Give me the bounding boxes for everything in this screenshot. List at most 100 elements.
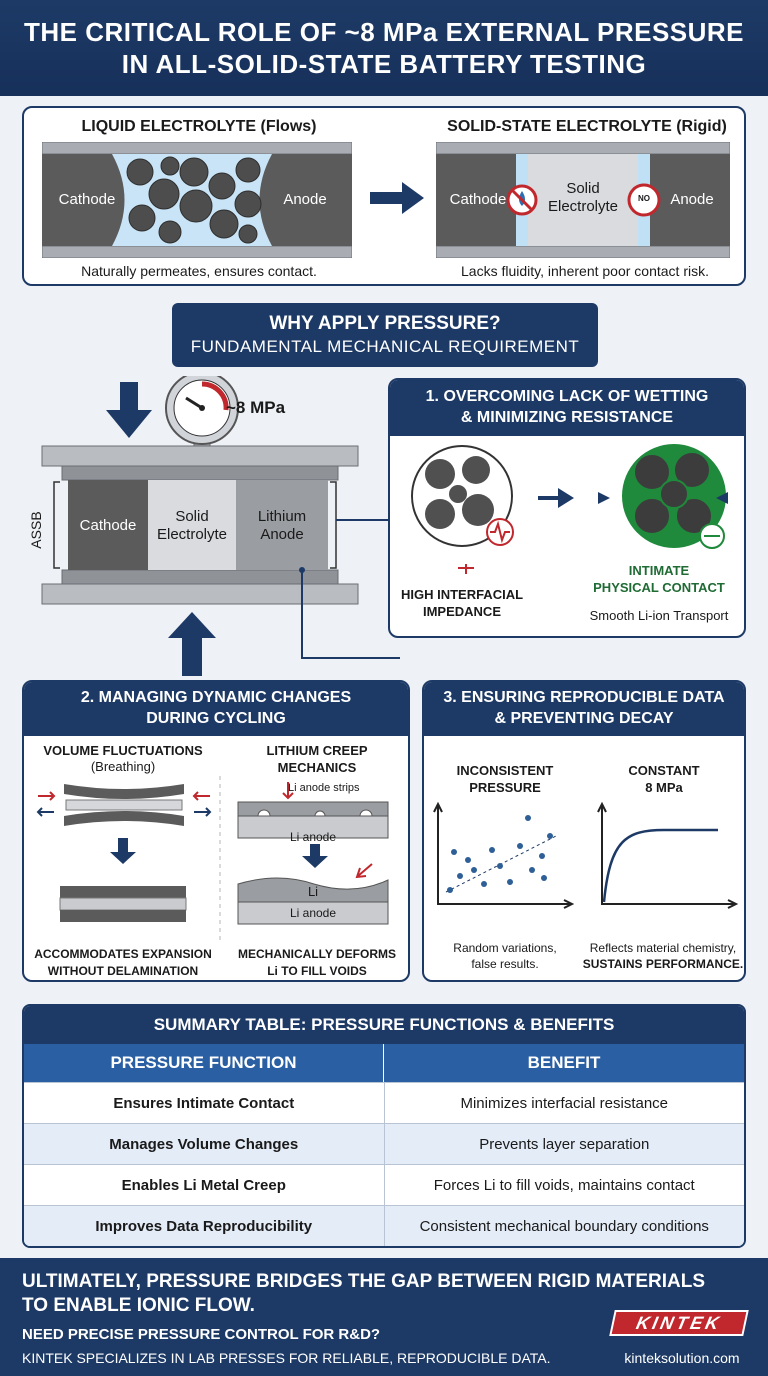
section2-illustrations <box>36 776 389 942</box>
press-anode-label: Lithium Anode <box>236 508 328 544</box>
creep-caption-line2: Li TO FILL VOIDS <box>267 964 367 978</box>
table-cell-benefit: Prevents layer separation <box>384 1123 744 1165</box>
volume-fluctuations-subtitle: (Breathing) <box>90 759 156 774</box>
solid-electrolyte-label: Solid Electrolyte <box>528 180 638 216</box>
wetting-comparison-illustration <box>411 444 738 574</box>
no-wetting-icon <box>506 184 538 216</box>
footer-tagline: KINTEK SPECIALIZES IN LAB PRESSES FOR RE… <box>22 1350 551 1366</box>
solid-cathode-label: Cathode <box>449 191 507 208</box>
footer-headline-line1: ULTIMATELY, PRESSURE BRIDGES THE GAP BET… <box>22 1271 705 1292</box>
section1-title-line1: 1. OVERCOMING LACK OF WETTING <box>425 388 709 405</box>
lithium-creep-title: LITHIUM CREEP MECHANICS <box>224 742 408 776</box>
battery-press-illustration <box>41 376 400 676</box>
table-cell-function: Improves Data Reproducibility <box>24 1205 385 1246</box>
section2-header: 2. MANAGING DYNAMIC CHANGES DURING CYCLI… <box>24 682 408 736</box>
section1-card: 1. OVERCOMING LACK OF WETTING & MINIMIZI… <box>388 378 746 638</box>
press-anode-line1: Lithium <box>257 508 307 525</box>
footer-cta: NEED PRECISE PRESSURE CONTROL FOR R&D? <box>22 1326 381 1343</box>
inconsistent-caption-line1: Random variations, <box>453 941 557 955</box>
inconsistent-title: INCONSISTENT PRESSURE <box>430 762 580 796</box>
down-arrow-icon-3 <box>302 844 328 868</box>
liquid-electrolyte-title: LIQUID ELECTROLYTE (Flows) <box>81 118 317 135</box>
section1-header: 1. OVERCOMING LACK OF WETTING & MINIMIZI… <box>390 380 744 436</box>
electrolyte-comparison-panel: LIQUID ELECTROLYTE (Flows) Cathode Anode… <box>22 106 746 286</box>
section2-title-line1: 2. MANAGING DYNAMIC CHANGES <box>80 689 352 706</box>
inconsistent-title-line1: INCONSISTENT <box>456 763 554 778</box>
liquid-cathode-label: Cathode <box>58 191 116 208</box>
li-strips-label: Li anode strips <box>288 782 360 794</box>
summary-title: SUMMARY TABLE: PRESSURE FUNCTIONS & BENE… <box>24 1006 744 1044</box>
constant-caption-line2: SUSTAINS PERFORMANCE. <box>582 957 744 971</box>
down-arrow-icon <box>106 382 152 438</box>
gauge-label: ~8 MPa <box>226 398 286 417</box>
solid-anode-label: Anode <box>670 191 714 208</box>
creep-caption-line1: MECHANICALLY DEFORMS <box>237 947 396 961</box>
solid-electrolyte-title: SOLID-STATE ELECTROLYTE (Rigid) <box>447 118 727 135</box>
inconsistent-caption: Random variations, false results. <box>430 940 580 972</box>
li-anode-label: Li anode <box>289 830 337 844</box>
footer: ULTIMATELY, PRESSURE BRIDGES THE GAP BET… <box>0 1258 768 1376</box>
solid-electrolyte-label-line1: Solid <box>566 180 600 197</box>
table-cell-function: Manages Volume Changes <box>24 1123 385 1165</box>
constant-caption: Reflects material chemistry, SUSTAINS PE… <box>580 940 744 972</box>
table-cell-benefit: Minimizes interfacial resistance <box>384 1082 744 1124</box>
section1-right-line2: PHYSICAL CONTACT <box>593 580 725 595</box>
press-electrolyte-label: Solid Electrolyte <box>148 508 236 544</box>
volume-caption-line1: ACCOMMODATES EXPANSION <box>34 947 212 961</box>
arrow-right-icon <box>370 182 424 214</box>
inconsistent-title-line2: PRESSURE <box>469 780 541 795</box>
why-subtitle: FUNDAMENTAL MECHANICAL REQUIREMENT <box>190 337 580 356</box>
section1-title-line2: & MINIMIZING RESISTANCE <box>460 409 674 426</box>
up-arrow-icon <box>168 612 216 676</box>
summary-col1-header: PRESSURE FUNCTION <box>24 1044 384 1082</box>
down-arrow-icon-2 <box>110 838 136 864</box>
liquid-cathode-shape <box>42 154 125 246</box>
why-pressure-banner: WHY APPLY PRESSURE? FUNDAMENTAL MECHANIC… <box>172 303 598 367</box>
liquid-cell-illustration <box>42 142 352 258</box>
inconsistent-caption-line2: false results. <box>471 957 539 971</box>
constant-title-line1: CONSTANT <box>628 763 700 778</box>
section1-left-line1: HIGH INTERFACIAL <box>400 587 524 602</box>
section3-title-line2: & PREVENTING DECAY <box>494 710 674 727</box>
table-cell-benefit: Consistent mechanical boundary condition… <box>384 1205 744 1246</box>
section1-right-line1: INTIMATE <box>628 563 690 578</box>
table-cell-function: Ensures Intimate Contact <box>24 1082 385 1124</box>
website-link[interactable]: kinteksolution.com <box>624 1350 740 1366</box>
summary-col2-header: BENEFIT <box>527 1053 601 1072</box>
constant-title: CONSTANT 8 MPa <box>584 762 744 796</box>
section2-title-line2: DURING CYCLING <box>146 710 286 727</box>
footer-headline: ULTIMATELY, PRESSURE BRIDGES THE GAP BET… <box>22 1270 752 1318</box>
solid-caption: Lacks fluidity, inherent poor contact ri… <box>461 263 709 279</box>
section3-title-line1: 3. ENSURING REPRODUCIBLE DATA <box>443 689 725 706</box>
section1-left-caption: HIGH INTERFACIAL IMPEDANCE <box>394 586 530 620</box>
section3-header: 3. ENSURING REPRODUCIBLE DATA & PREVENTI… <box>424 682 744 736</box>
page-title-line1: THE CRITICAL ROLE OF ~8 MPa EXTERNAL PRE… <box>23 17 745 47</box>
lithium-creep-title-line2: MECHANICS <box>277 760 357 775</box>
why-title: WHY APPLY PRESSURE? <box>269 313 501 334</box>
footer-headline-line2: TO ENABLE IONIC FLOW. <box>22 1295 255 1316</box>
table-cell-function: Enables Li Metal Creep <box>24 1164 385 1206</box>
lithium-creep-title-line1: LITHIUM CREEP <box>266 743 368 758</box>
section1-left-line2: IMPEDANCE <box>422 604 501 619</box>
creep-caption: MECHANICALLY DEFORMS Li TO FILL VOIDS <box>224 946 408 980</box>
liquid-anode-label: Anode <box>283 191 327 208</box>
pressure-gauge-icon <box>165 376 239 451</box>
page-title-line2: IN ALL-SOLID-STATE BATTERY TESTING <box>121 49 647 79</box>
page-header: THE CRITICAL ROLE OF ~8 MPa EXTERNAL PRE… <box>0 0 768 96</box>
volume-caption-line2: WITHOUT DELAMINATION <box>47 964 199 978</box>
press-electrolyte-line2: Electrolyte <box>156 526 228 543</box>
press-electrolyte-line1: Solid <box>175 508 209 525</box>
section3-card: 3. ENSURING REPRODUCIBLE DATA & PREVENTI… <box>422 680 746 982</box>
arrow-right-icon-2 <box>538 488 574 508</box>
table-cell-benefit: Forces Li to fill voids, maintains conta… <box>384 1164 744 1206</box>
volume-caption: ACCOMMODATES EXPANSION WITHOUT DELAMINAT… <box>28 946 218 980</box>
assb-label: ASSB <box>28 511 44 549</box>
solid-cell-illustration <box>436 142 730 258</box>
kintek-logo[interactable]: KINTEK <box>609 1310 749 1336</box>
constant-caption-line1: Reflects material chemistry, <box>589 941 737 955</box>
constant-title-line2: 8 MPa <box>645 780 683 795</box>
press-anode-line2: Anode <box>260 526 304 543</box>
solid-electrolyte-label-line2: Electrolyte <box>547 198 619 215</box>
